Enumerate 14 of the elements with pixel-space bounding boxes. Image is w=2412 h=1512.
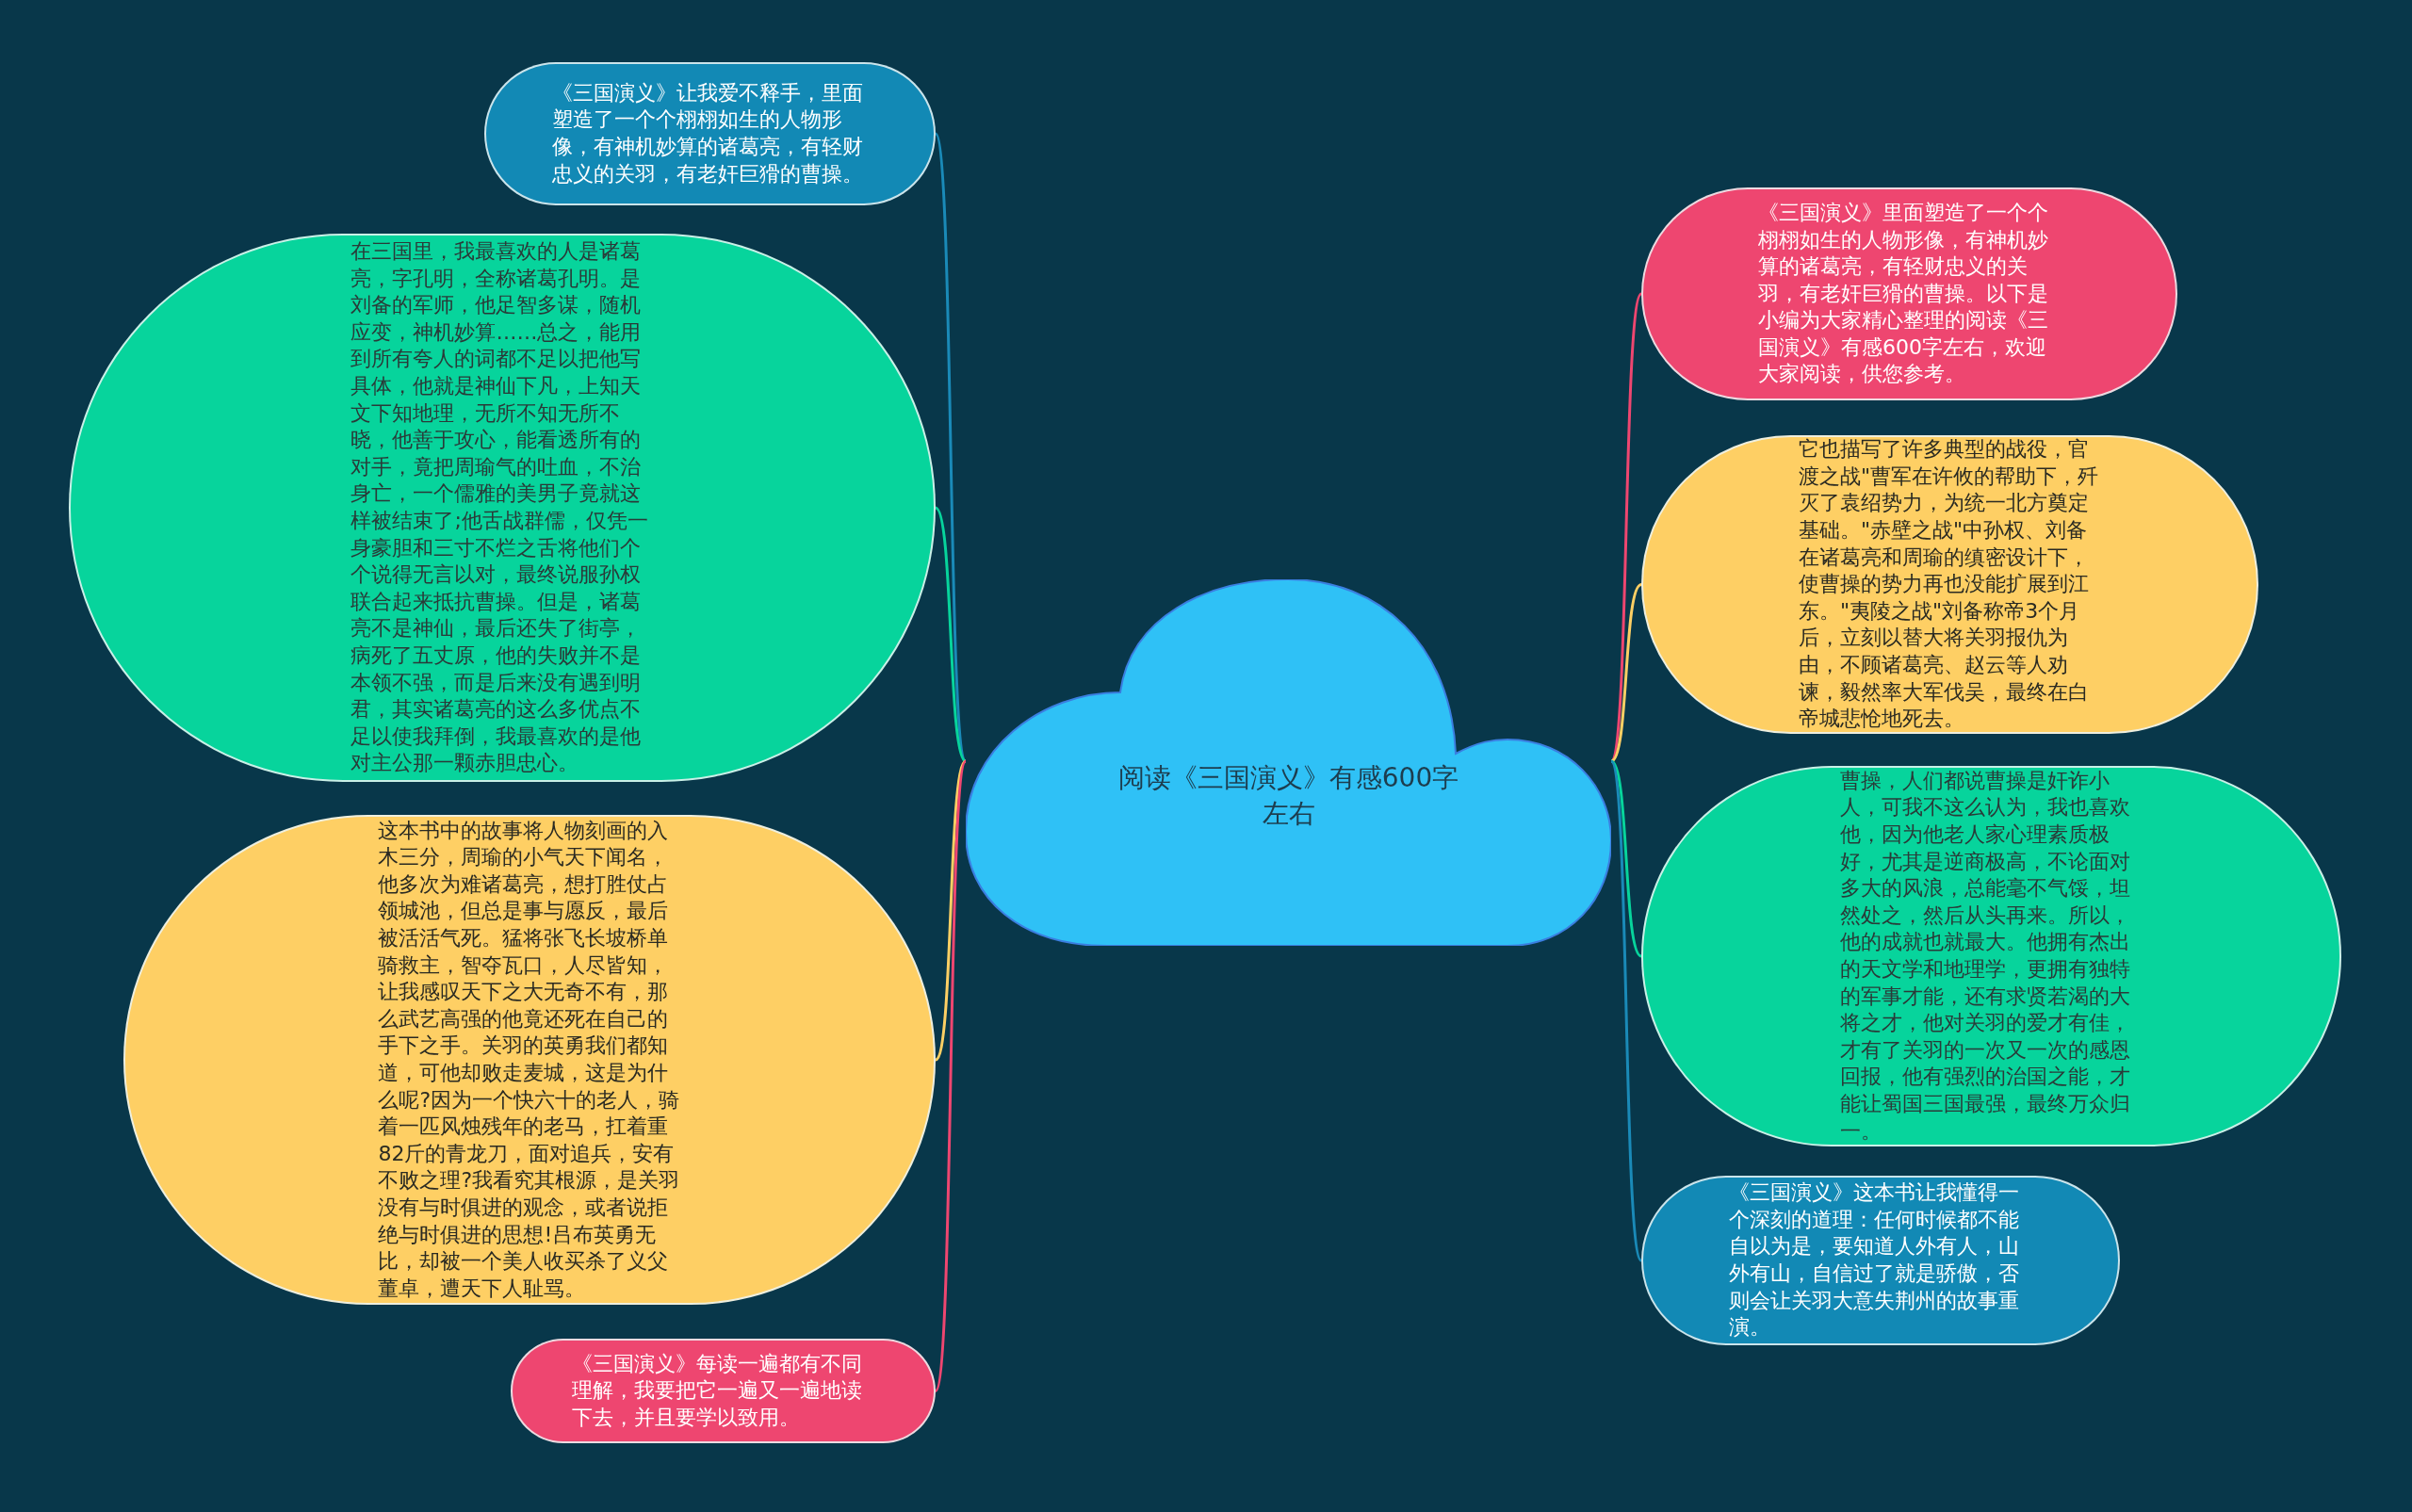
bubble-text: 在三国里，我最喜欢的人是诸葛亮，字孔明，全称诸葛孔明。是刘备的军师，他足智多谋，随机应变，神机妙算……总之，能用到所有夸人的词都不足以把他写具体，他就是神仙下凡，上知天文下知地理，无所不知无所不晓，他善于攻心，能看透所有的对手，竟把周瑜气的吐血，不治身亡，一个儒雅的美男子竟就这样被结束了;他舌战群儒，仅凭一身豪胆和三寸不烂之舌将他们个个说得无言以对，最终说服孙权联合起来抵抗曹操。但是，诸葛亮不是神仙，最后还失了街亭，病死了五丈原，他的失败并不是本领不强，而是后来没有遇到明君，其实诸葛亮的这么多优点不足以使我拜倒，我最喜欢的是他对主公那一颗赤胆忠心。 [350,238,649,777]
central-topic-text: 阅读《三国演义》有感600字左右 [1116,760,1460,831]
bubble-text: 《三国演义》让我爱不释手，里面塑造了一个个栩栩如生的人物形像，有神机妙算的诸葛亮，有轻财忠义的关羽，有老奸巨猾的曹操。 [552,79,865,187]
connector-line [1609,293,1643,762]
connector-line [934,760,968,1391]
connector-line [934,507,968,762]
bubble-text: 曹操，人们都说曹操是奸诈小人，可我不这么认为，我也喜欢他，因为他老人家心理素质极好，尤其是逆商极高，不论面对多大的风浪，总能毫不气馁，坦然处之，然后从头再来。所以，他的成就也就最大。他拥有杰出的天文学和地理学，更拥有独特的军事才能，还有求贤若渴的大将之才，他对关羽的爱才有佳，才有了关羽的一次又一次的感恩回报，他有强烈的治国之能，才能让蜀国三国最强，最终万众归一。 [1839,767,2131,1145]
bubble-text: 《三国演义》里面塑造了一个个栩栩如生的人物形像，有神机妙算的诸葛亮，有轻财忠义的关羽，有老奸巨猾的曹操。以下是小编为大家精心整理的阅读《三国演义》有感600字左右，欢迎大家阅读，供您参考。 [1757,199,2049,388]
connector-line [1610,583,1642,763]
bubble-text: 这本书中的故事将人物刻画的入木三分，周瑜的小气天下闻名，他多次为难诸葛亮，想打胜仗占领城池，但总是事与愿反，最后被活活气死。猛将张飞长坡桥单骑救主，智夺瓦口，人尽皆知，让我感叹天下之大无奇不有，那么武艺高强的他竟还死在自己的手下之手。关羽的英勇我们都知道，可他却败走麦城，这是为什么呢?因为一个快六十的老人，骑着一匹风烛残年的老马，扛着重82斤的青龙刀，面对追兵，安有不败之理?我看究其根源，是关羽没有与时俱进的观念，或者说拒绝与时俱进的思想!吕布英勇无比，却被一个美人收买杀了义父董卓，遭天下人耻骂。 [378,817,681,1302]
bubble-text: 《三国演义》这本书让我懂得一个深刻的道理：任何时候都不能自以为是，要知道人外有人，山外有山，自信过了就是骄傲，否则会让关羽大意失荆州的故事重演。 [1729,1179,2021,1341]
bubble-text: 它也描写了许多典型的战役，官渡之战"曹军在许攸的帮助下，歼灭了袁绍势力，为统一北方奠定基础。"赤壁之战"中孙权、刘备在诸葛亮和周瑜的缜密设计下，使曹操的势力再也没能扩展到江东。"夷陵之战"刘备称帝3个月后，立刻以替大将关羽报仇为由，不顾诸葛亮、赵云等人劝谏，毅然率大军伐吴，最终在白帝城悲怆地死去。 [1798,436,2100,733]
bubble-text: 《三国演义》每读一遍都有不同理解，我要把它一遍又一遍地读下去，并且要学以致用。 [571,1350,863,1431]
connector-line [1609,760,1643,1261]
